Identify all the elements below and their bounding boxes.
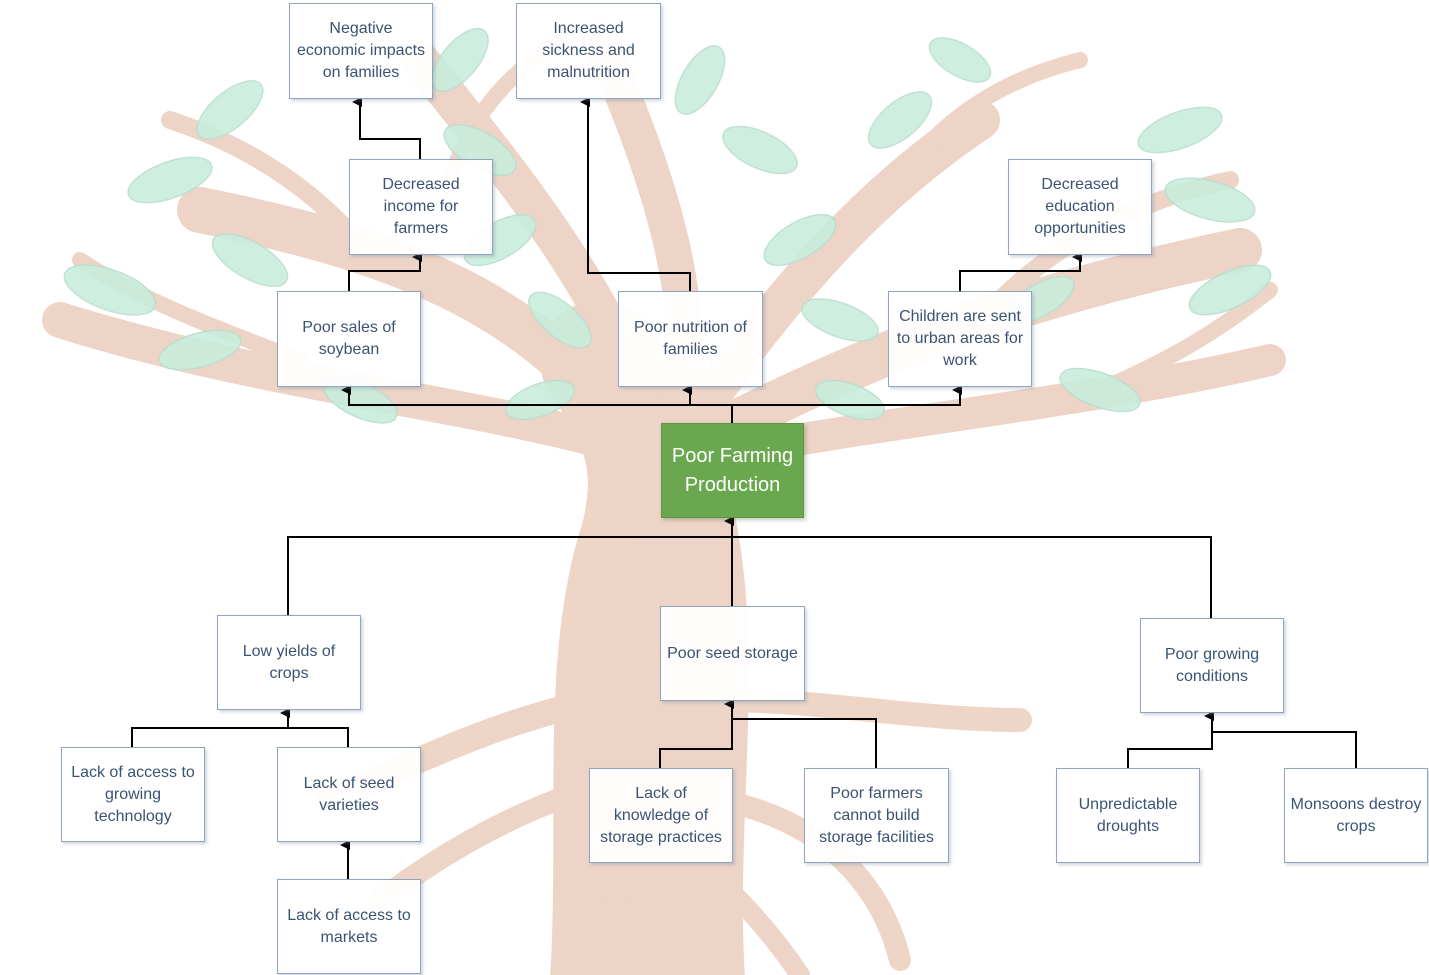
connector-knowledge-to-storage	[659, 699, 734, 768]
cause-low-yields: Low yields of crops	[217, 615, 361, 710]
node-label: Low yields of crops	[242, 642, 336, 682]
node-label: Poor farmers cannot build storage facili…	[819, 784, 934, 846]
cause-cannot-build-storage: Poor farmers cannot build storage facili…	[804, 768, 949, 863]
effect-decreased-income: Decreased income for farmers	[349, 159, 493, 255]
node-label: Lack of knowledge of storage practices	[600, 784, 722, 846]
node-label: Unpredictable droughts	[1078, 795, 1178, 835]
effect-poor-sales: Poor sales of soybean	[277, 291, 421, 387]
node-label: Poor seed storage	[667, 644, 798, 662]
node-label: Poor growing conditions	[1164, 645, 1260, 685]
node-label: Decreased education opportunities	[1034, 176, 1126, 237]
connector-droughts-to-growing	[1127, 711, 1214, 768]
connector-core-to-effects	[341, 385, 733, 423]
node-label: Lack of seed varieties	[303, 774, 395, 814]
connector-core-to-children	[732, 385, 962, 406]
node-label: Lack of access to growing technology	[71, 763, 195, 825]
cause-lack-seed-varieties: Lack of seed varieties	[277, 747, 421, 842]
connector-monsoons-to-growing	[1212, 731, 1357, 768]
node-label: Poor nutrition of families	[634, 319, 747, 358]
node-label: Poor sales of soybean	[302, 319, 396, 358]
effect-negative-economic-impacts: Negative economic impacts on families	[289, 3, 433, 99]
effect-decreased-education: Decreased education opportunities	[1008, 159, 1152, 255]
cause-monsoons: Monsoons destroy crops	[1284, 768, 1428, 863]
effect-poor-nutrition: Poor nutrition of families	[618, 291, 763, 387]
cause-poor-growing-conditions: Poor growing conditions	[1140, 618, 1284, 713]
connector-nutrition-to-sickness	[580, 97, 691, 291]
node-label: Monsoons destroy crops	[1290, 795, 1422, 835]
effect-increased-sickness: Increased sickness and malnutrition	[516, 3, 661, 99]
node-label: Decreased income for farmers	[382, 176, 460, 237]
node-label: Increased sickness and malnutrition	[542, 20, 635, 81]
cause-lack-growing-technology: Lack of access to growing technology	[61, 747, 205, 842]
connector-causes-bar	[287, 536, 1212, 618]
connector-children-to-education	[959, 252, 1082, 291]
connector-income-to-economic	[352, 97, 421, 159]
node-label: Children are sent to urban areas for wor…	[896, 308, 1024, 369]
cause-lack-access-markets: Lack of access to markets	[277, 879, 421, 974]
cause-lack-storage-knowledge: Lack of knowledge of storage practices	[589, 768, 733, 863]
core-problem: Poor Farming Production	[661, 423, 804, 518]
effect-children-sent: Children are sent to urban areas for wor…	[888, 291, 1032, 387]
connector-tech-to-yields	[131, 727, 349, 747]
cause-poor-seed-storage: Poor seed storage	[660, 606, 805, 701]
node-label: Lack of access to markets	[287, 906, 411, 946]
cause-unpredictable-droughts: Unpredictable droughts	[1056, 768, 1200, 863]
core-problem-label: Poor Farming Production	[671, 444, 794, 496]
node-label: Negative economic impacts on families	[296, 20, 426, 81]
connector-sales-to-income	[348, 252, 422, 291]
connector-build-to-storage	[732, 718, 877, 768]
